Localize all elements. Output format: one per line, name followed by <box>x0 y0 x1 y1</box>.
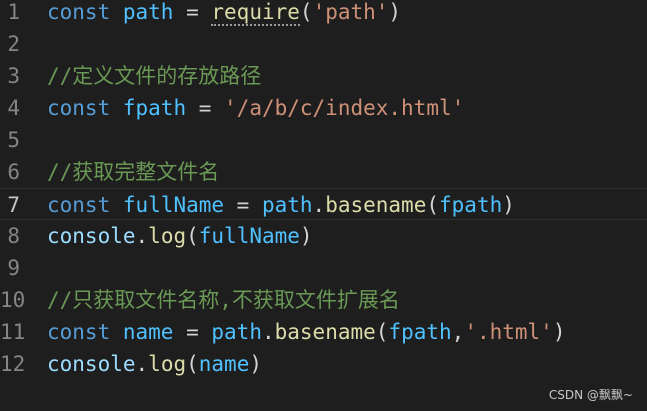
code-token: path <box>122 0 174 24</box>
code-token: //定义文件的存放路径 <box>47 64 262 88</box>
line-number: 2 <box>7 32 20 56</box>
code-line[interactable]: 7 const fullName = path.basename(fpath) <box>0 188 647 220</box>
code-token: console <box>47 352 136 376</box>
code-text: //定义文件的存放路径 <box>47 60 261 92</box>
code-token: = <box>173 0 212 24</box>
code-token: ( <box>186 352 199 376</box>
code-text: //只获取文件名称,不获取文件扩展名 <box>47 284 400 316</box>
code-token: . <box>312 193 326 217</box>
code-token: console <box>47 224 136 248</box>
code-token: ( <box>299 0 313 24</box>
line-number: 5 <box>7 128 20 152</box>
code-token: fpath <box>388 320 452 344</box>
code-token: log <box>148 352 187 376</box>
line-number: 7 <box>7 193 20 217</box>
line-number: 10 <box>0 288 26 312</box>
code-token: fullName <box>198 224 300 248</box>
code-token: '.html' <box>464 320 553 344</box>
code-token: ( <box>426 193 440 217</box>
line-number: 11 <box>0 320 26 344</box>
line-number: 9 <box>7 256 20 280</box>
code-token: ( <box>375 320 389 344</box>
code-token: = <box>224 193 262 217</box>
code-token: const <box>47 320 111 344</box>
line-number: 1 <box>7 0 20 24</box>
code-line[interactable]: 12 console.log(name) <box>0 348 647 380</box>
code-token: //只获取文件名称,不获取文件扩展名 <box>47 288 400 312</box>
code-line[interactable]: 6 //获取完整文件名 <box>0 156 647 188</box>
line-number: 8 <box>7 224 20 248</box>
code-text: const name = path.basename(fpath,'.html'… <box>47 316 565 348</box>
code-line[interactable]: 9 <box>0 252 647 284</box>
code-line[interactable]: 8 console.log(fullName) <box>0 220 647 252</box>
code-text: console.log(fullName) <box>47 220 313 252</box>
code-token: ) <box>552 320 566 344</box>
code-token: fullName <box>122 193 225 217</box>
code-token: log <box>148 224 187 248</box>
code-token: , <box>451 320 465 344</box>
code-token: ) <box>388 0 402 24</box>
code-token: . <box>135 224 149 248</box>
code-token: ) <box>502 193 515 217</box>
code-token: name <box>122 320 174 344</box>
code-token: fpath <box>122 96 187 120</box>
code-token: path <box>211 320 262 344</box>
code-line[interactable]: 1 const path = require('path') <box>0 0 647 28</box>
code-token: fpath <box>439 193 503 217</box>
code-token: = <box>186 96 225 120</box>
code-token <box>110 96 123 120</box>
code-token: //获取完整文件名 <box>47 160 220 184</box>
code-token: ) <box>299 224 313 248</box>
code-token: basename <box>325 193 427 217</box>
code-token <box>110 0 123 24</box>
code-token: basename <box>274 320 376 344</box>
code-text: console.log(name) <box>47 348 262 380</box>
code-text: //获取完整文件名 <box>47 156 219 188</box>
code-token: const <box>47 193 111 217</box>
code-token <box>110 320 123 344</box>
code-text: const path = require('path') <box>47 0 401 28</box>
code-line[interactable]: 3 //定义文件的存放路径 <box>0 60 647 92</box>
code-line[interactable]: 5 <box>0 124 647 156</box>
line-number: 4 <box>7 96 20 120</box>
code-token <box>110 193 123 217</box>
code-line[interactable]: 4 const fpath = '/a/b/c/index.html' <box>0 92 647 124</box>
code-token: require <box>211 0 300 26</box>
line-number: 12 <box>0 352 26 376</box>
code-text: const fullName = path.basename(fpath) <box>47 189 515 221</box>
code-token: name <box>198 352 250 376</box>
code-token: = <box>173 320 212 344</box>
code-line[interactable]: 11 const name = path.basename(fpath,'.htm… <box>0 316 647 348</box>
code-token: ( <box>186 224 199 248</box>
code-token: . <box>261 320 275 344</box>
code-token: 'path' <box>312 0 389 24</box>
line-number: 6 <box>7 160 20 184</box>
code-token: . <box>135 352 149 376</box>
code-token: ) <box>249 352 262 376</box>
code-line[interactable]: 2 <box>0 28 647 60</box>
code-token: const <box>47 96 111 120</box>
code-token: path <box>261 193 313 217</box>
code-line[interactable]: 10 //只获取文件名称,不获取文件扩展名 <box>0 284 647 316</box>
line-number: 3 <box>7 64 20 88</box>
code-token: const <box>47 0 111 24</box>
code-text: const fpath = '/a/b/c/index.html' <box>47 92 464 124</box>
code-token: '/a/b/c/index.html' <box>224 96 465 120</box>
watermark: CSDN @飘飘~ <box>548 388 633 402</box>
